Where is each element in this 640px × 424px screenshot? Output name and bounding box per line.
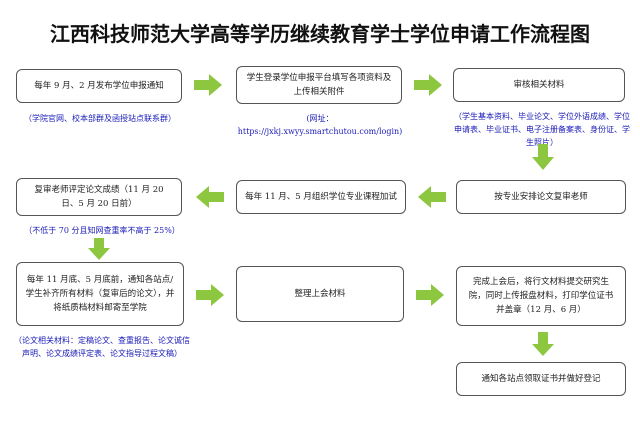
arrow-down-icon	[532, 144, 554, 170]
step-notify-certificates-label: 通知各站点领取证书并做好登记	[481, 374, 601, 384]
step-course-exam: 每年 11 月、5 月组织学位专业课程加试	[236, 180, 406, 214]
page-title: 江西科技师范大学高等学历继续教育学士学位申请工作流程图	[50, 22, 590, 46]
arrow-left-icon	[196, 186, 224, 208]
step-student-submit: 学生登录学位申报平台填写各项资料及上传相关附件	[236, 66, 402, 104]
note-thesis-materials: （论文相关材料：定稿论文、查重报告、论文诚信声明、论文成绩评定表、论文指导过程文…	[14, 336, 190, 358]
step-publish-notice-label: 每年 9 月、2 月发布学位申报通知	[34, 81, 164, 91]
step-thesis-grading-label: 复审老师评定论文成绩（11 月 20 日、5 月 20 日前）	[34, 185, 164, 209]
arrow-down-icon	[88, 238, 110, 260]
note-website: (网址：https://jxkj.xwyy.smartchutou.com/lo…	[237, 114, 403, 136]
arrow-right-icon	[414, 74, 442, 96]
step-submit-graduate-school: 完成上会后，将行文材料提交研究生院，同时上传报盘材料，打印学位证书并盖章（12 …	[456, 266, 626, 326]
arrow-down-icon	[532, 332, 554, 356]
step-notify-certificates: 通知各站点领取证书并做好登记	[456, 362, 626, 396]
note-notice-channels: （学院官网、校本部群及函授站点联系群）	[24, 114, 176, 123]
step-collect-materials: 每年 11 月底、5 月底前，通知各站点/学生补齐所有材料（复审后的论文），并将…	[16, 262, 184, 326]
step-assign-reviewer-label: 按专业安排论文复审老师	[494, 192, 588, 202]
step-review-materials-label: 审核相关材料	[513, 80, 565, 90]
step-review-materials: 审核相关材料	[453, 68, 625, 102]
arrow-right-icon	[416, 284, 444, 306]
note-score-requirement: （不低于 70 分且知网查重率不高于 25%）	[24, 226, 180, 235]
step-submit-graduate-school-label: 完成上会后，将行文材料提交研究生院，同时上传报盘材料，打印学位证书并盖章（12 …	[468, 277, 614, 315]
arrow-right-icon	[196, 284, 224, 306]
step-organize-meeting-label: 整理上会材料	[294, 289, 346, 299]
step-assign-reviewer: 按专业安排论文复审老师	[456, 180, 626, 214]
arrow-left-icon	[418, 186, 446, 208]
step-organize-meeting: 整理上会材料	[236, 266, 404, 322]
arrow-right-icon	[194, 74, 222, 96]
note-required-materials: （学生基本资料、毕业论文、学位外语成绩、学位申请表、毕业证书、电子注册备案表、身…	[454, 112, 630, 147]
step-publish-notice: 每年 9 月、2 月发布学位申报通知	[16, 69, 182, 103]
step-collect-materials-label: 每年 11 月底、5 月底前，通知各站点/学生补齐所有材料（复审后的论文），并将…	[25, 275, 175, 313]
step-student-submit-label: 学生登录学位申报平台填写各项资料及上传相关附件	[246, 73, 392, 97]
step-thesis-grading: 复审老师评定论文成绩（11 月 20 日、5 月 20 日前）	[16, 178, 182, 216]
step-course-exam-label: 每年 11 月、5 月组织学位专业课程加试	[245, 192, 397, 202]
